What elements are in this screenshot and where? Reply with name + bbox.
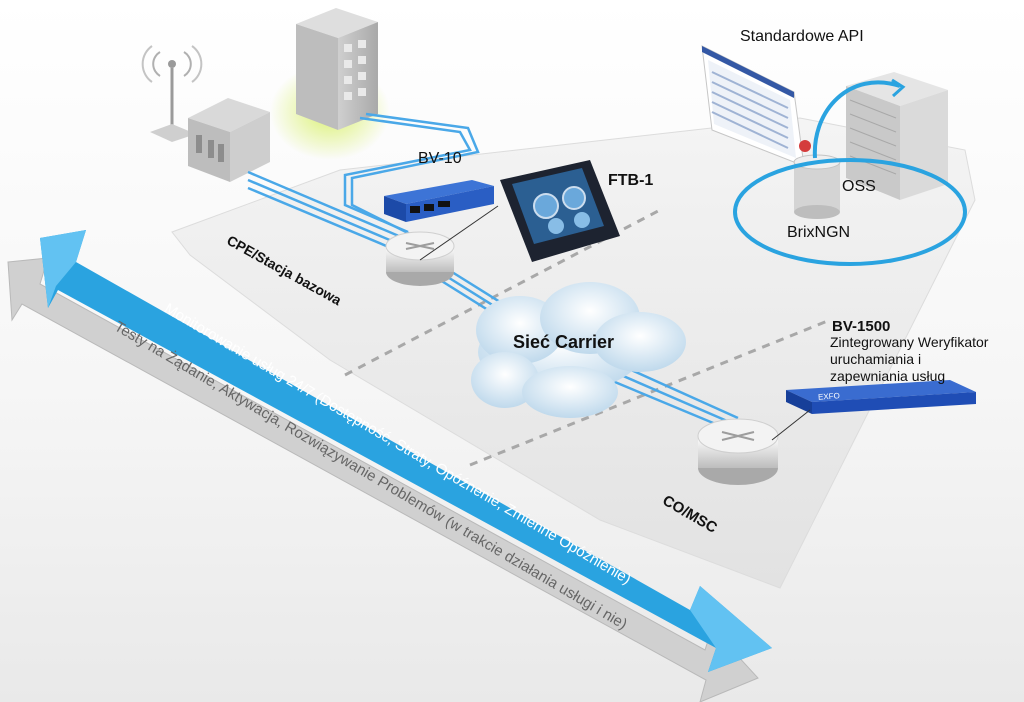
building-icon	[296, 8, 378, 130]
bv1500-device	[786, 380, 976, 414]
router-icon	[697, 418, 779, 485]
database-icon	[793, 154, 841, 219]
exfo-brand: EXFO	[817, 391, 841, 402]
server-icon	[846, 72, 948, 200]
router-icon	[385, 231, 455, 286]
arrow-head-highlight	[690, 586, 772, 672]
oss-label: OSS	[842, 178, 876, 195]
ftb1-device	[500, 160, 620, 262]
bv1500-desc-line1: Zintegrowany Weryfikator	[830, 334, 989, 350]
monitor-icon	[701, 45, 811, 167]
bv1500-desc-line3: zapewniania usług	[830, 368, 946, 384]
monitoring-arrow	[40, 230, 772, 672]
cloud-icon	[471, 282, 686, 418]
integration-ring	[733, 78, 967, 266]
cabinet-icon	[188, 98, 270, 182]
on-demand-arrow	[7, 257, 759, 702]
arrow-head-highlight	[40, 230, 86, 308]
standard-api-label: Standardowe API	[740, 28, 864, 45]
bv10-device	[384, 180, 494, 222]
zone-divider	[469, 318, 831, 467]
antenna-icon	[141, 45, 203, 142]
bv10-label: BV-10	[418, 150, 462, 167]
bv1500-title: BV-1500	[832, 318, 891, 335]
bv1500-desc-line2: uruchamiania i	[830, 351, 922, 367]
brixngn-label: BrixNGN	[787, 224, 851, 241]
ftb1-label: FTB-1	[608, 172, 654, 189]
carrier-network-label: Sieć Carrier	[513, 332, 615, 352]
